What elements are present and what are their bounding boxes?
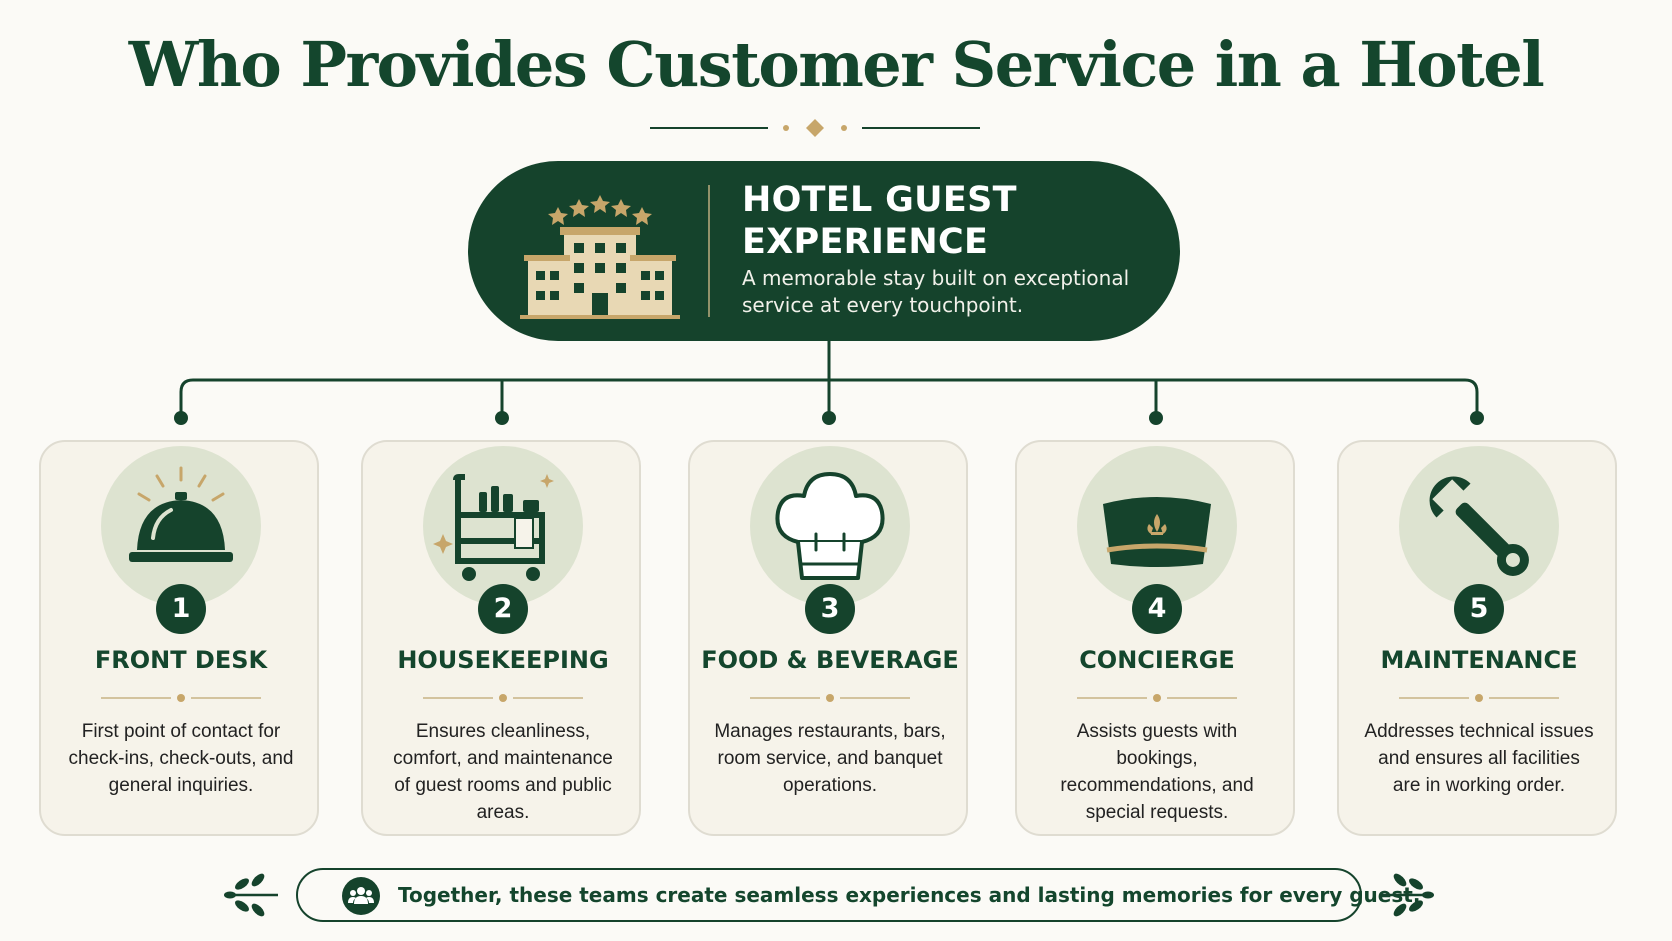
page-title: Who Provides Customer Service in a Hotel bbox=[128, 28, 1545, 101]
card-description: First point of contact for check-ins, ch… bbox=[68, 721, 294, 796]
icon-circle bbox=[423, 446, 583, 606]
hero-separator bbox=[708, 185, 710, 317]
card-title: CONCIERGE bbox=[1079, 646, 1235, 674]
card-number-badge: 3 bbox=[805, 584, 855, 634]
wrench-icon bbox=[1429, 476, 1529, 576]
card-description: Ensures cleanliness, comfort, and mainte… bbox=[393, 721, 613, 823]
card-number-badge: 4 bbox=[1132, 584, 1182, 634]
hero-subtitle: A memorable stay built on exceptional se… bbox=[742, 266, 1130, 317]
card-divider bbox=[750, 694, 910, 702]
card-number-badge: 2 bbox=[478, 584, 528, 634]
card-description: Assists guests with bookings, recommenda… bbox=[1060, 721, 1254, 823]
card-title: FOOD & BEVERAGE bbox=[701, 646, 959, 674]
card-description: Addresses technical issues and ensures a… bbox=[1364, 721, 1594, 796]
housekeeping-cart-icon bbox=[433, 474, 554, 581]
team-card-maintenance: 5 MAINTENANCE Addresses technical issues… bbox=[1337, 440, 1617, 836]
hotel-building-icon bbox=[520, 195, 680, 319]
icon-circle bbox=[1399, 446, 1559, 606]
team-card-housekeeping: 2 HOUSEKEEPING Ensures cleanliness, comf… bbox=[361, 440, 641, 836]
team-card-concierge: 4 CONCIERGE Assists guests with bookings… bbox=[1015, 440, 1295, 836]
team-card-front-desk: 1 FRONT DESK First point of contact for … bbox=[39, 440, 319, 836]
group-icon-badge bbox=[342, 877, 380, 915]
card-description: Manages restaurants, bars, room service,… bbox=[714, 721, 946, 796]
card-number-badge: 5 bbox=[1454, 584, 1504, 634]
card-title: FRONT DESK bbox=[94, 646, 268, 674]
hotel-guest-experience-hub: HOTEL GUEST EXPERIENCE A memorable stay … bbox=[468, 161, 1180, 341]
hero-title: HOTEL GUEST EXPERIENCE bbox=[742, 180, 1017, 262]
group-icon bbox=[348, 887, 374, 904]
card-title: MAINTENANCE bbox=[1380, 646, 1578, 674]
card-number-badge: 1 bbox=[156, 584, 206, 634]
footer-text: Together, these teams create seamless ex… bbox=[398, 883, 1421, 907]
laurel-left-icon bbox=[224, 873, 278, 917]
card-divider bbox=[1077, 694, 1237, 702]
team-card-food-beverage: 3 FOOD & BEVERAGE Manages restaurants, b… bbox=[688, 440, 968, 836]
chef-hat-icon bbox=[775, 472, 885, 580]
card-title: HOUSEKEEPING bbox=[397, 646, 609, 674]
icon-circle bbox=[750, 446, 910, 606]
concierge-cap-icon bbox=[1103, 497, 1211, 567]
icon-circle bbox=[1077, 446, 1237, 606]
laurel-right-icon bbox=[1380, 873, 1434, 917]
card-divider bbox=[1399, 694, 1559, 702]
title-divider bbox=[650, 119, 980, 137]
icon-circle bbox=[101, 446, 261, 606]
service-bell-icon bbox=[129, 466, 233, 562]
card-divider bbox=[423, 694, 583, 702]
card-divider bbox=[101, 694, 261, 702]
footer-banner: Together, these teams create seamless ex… bbox=[296, 868, 1420, 922]
